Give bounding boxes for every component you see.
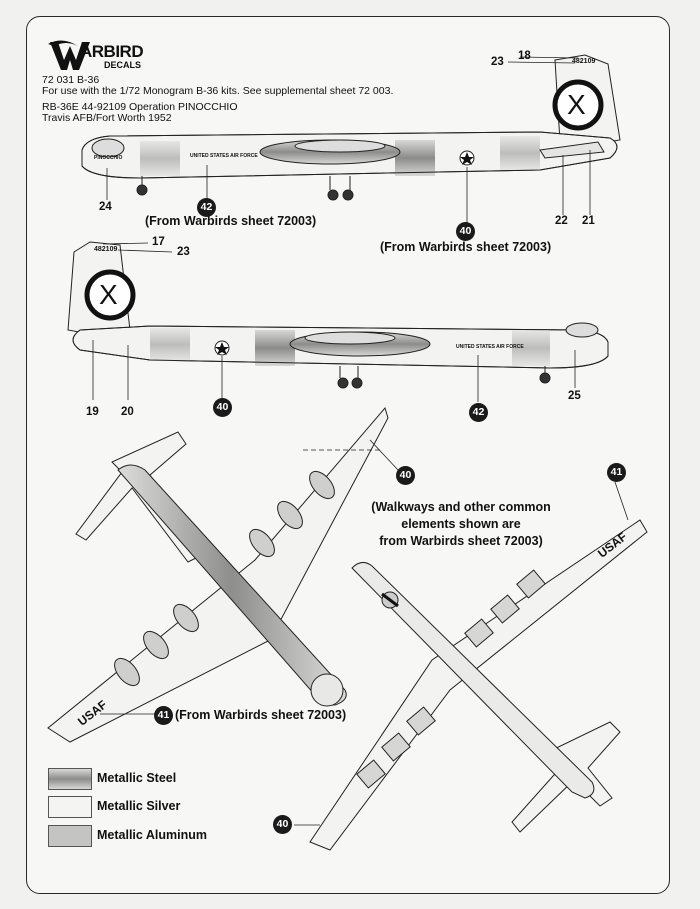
aircraft-base: Travis AFB/Fort Worth 1952: [42, 112, 172, 124]
decal-badge-40: 40: [456, 222, 475, 241]
brand-name: ARBIRD: [80, 42, 144, 61]
tail-serial: 482109: [572, 58, 596, 65]
tail-serial-2: 482109: [94, 246, 118, 253]
decal-badge-42: 42: [197, 198, 216, 217]
plan-view-top: [47, 406, 399, 743]
decal-badge-40-top: 40: [396, 466, 415, 485]
plan-view-bottom: [294, 481, 648, 851]
source-ref-41: (From Warbirds sheet 72003): [175, 708, 347, 722]
decal-label-25: 25: [568, 390, 581, 402]
warbird-logo-icon: [48, 40, 90, 70]
tail-letter-2: X: [99, 279, 118, 310]
side-view-1: [81, 54, 621, 224]
legend-label-aluminum: Metallic Aluminum: [97, 828, 207, 842]
legend-swatch-aluminum: [48, 825, 92, 847]
decal-badge-41-right: 41: [607, 463, 626, 482]
decal-label-23: 23: [491, 56, 504, 68]
tail-letter: X: [567, 89, 586, 120]
note-line-3: from Warbirds sheet 72003): [379, 534, 543, 548]
nose-name: PINOCCHIO: [94, 155, 123, 161]
kit-note: For use with the 1/72 Monogram B-36 kits…: [42, 85, 394, 97]
decal-badge-41-left: 41: [154, 706, 173, 725]
fuselage-text: UNITED STATES AIR FORCE: [190, 153, 258, 159]
aircraft-designation: RB-36E 44-92109 Operation PINOCCHIO: [42, 101, 238, 113]
decal-label-21: 21: [582, 215, 595, 227]
decal-label-19: 19: [86, 406, 99, 418]
sheet-number: 72 031 B-36: [42, 74, 100, 86]
side-view-2: [67, 241, 609, 402]
note-line-1: (Walkways and other common: [371, 500, 551, 514]
decal-label-24: 24: [99, 201, 112, 213]
walkways-note: (Walkways and other common elements show…: [362, 499, 560, 550]
brand-sub: DECALS: [104, 60, 142, 70]
decal-badge-42b: 42: [469, 403, 488, 422]
fuselage-text-2: UNITED STATES AIR FORCE: [456, 344, 524, 350]
decal-badge-40b: 40: [213, 398, 232, 417]
legend-swatch-steel: [48, 768, 92, 790]
legend-label-silver: Metallic Silver: [97, 799, 181, 813]
decal-label-20: 20: [121, 406, 134, 418]
decal-label-17: 17: [152, 236, 165, 248]
decal-label-18: 18: [518, 50, 531, 62]
decal-label-22: 22: [555, 215, 568, 227]
source-ref-42: (From Warbirds sheet 72003): [145, 214, 317, 228]
legend-swatch-silver: [48, 796, 92, 818]
decal-label-23b: 23: [177, 246, 190, 258]
note-line-2: elements shown are: [401, 517, 521, 531]
source-ref-40: (From Warbirds sheet 72003): [380, 240, 552, 254]
decal-badge-40-bottom: 40: [273, 815, 292, 834]
legend-label-steel: Metallic Steel: [97, 771, 177, 785]
